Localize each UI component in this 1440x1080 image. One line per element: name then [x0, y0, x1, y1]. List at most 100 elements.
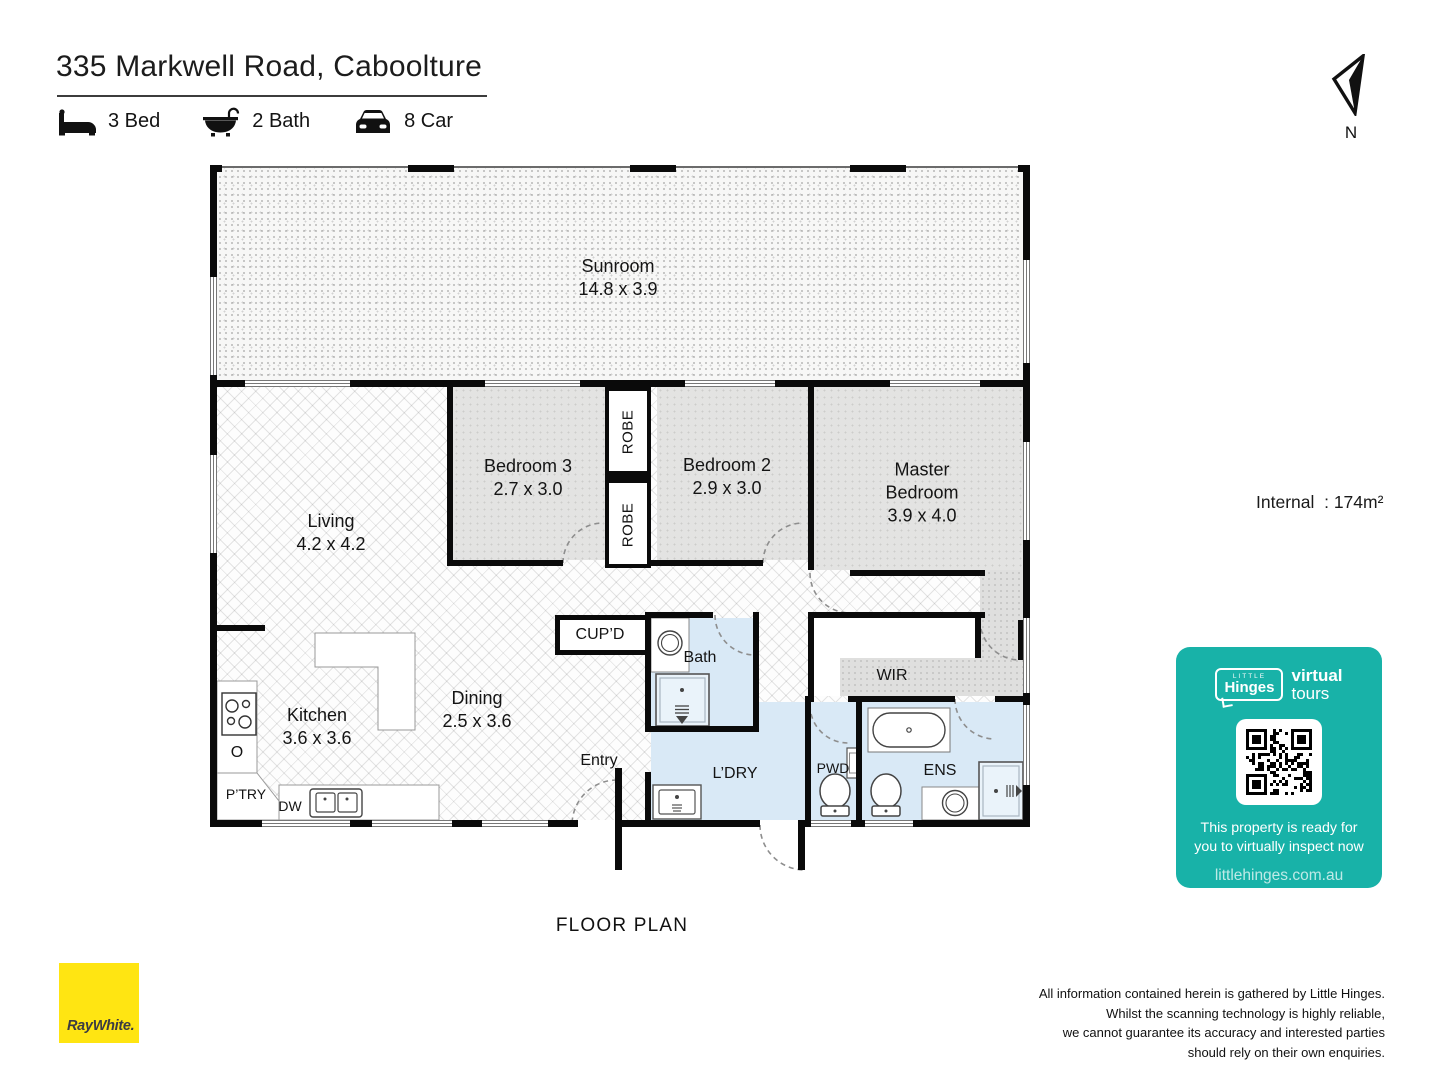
wall — [814, 612, 985, 618]
bath-icon — [203, 107, 240, 137]
feature-cars: 8 Car — [352, 108, 453, 135]
brand-little: LITTLE — [1232, 673, 1267, 681]
wall — [217, 625, 265, 631]
robe-label: ROBE — [619, 502, 637, 548]
window — [482, 820, 548, 827]
wall — [850, 165, 906, 172]
window — [1023, 442, 1030, 540]
window — [262, 820, 350, 827]
speech-bubble-icon: LITTLE Hinges — [1215, 668, 1284, 709]
powder-fixtures — [819, 747, 861, 817]
wall — [805, 696, 810, 702]
window — [372, 820, 452, 827]
ensuite-fixtures — [867, 707, 1024, 821]
wall — [210, 380, 1030, 387]
title-underline — [57, 95, 487, 97]
wall — [753, 612, 759, 732]
wall — [645, 772, 651, 820]
wall — [1023, 693, 1030, 705]
feature-summary: 3 Bed 2 Bath 8 Car — [56, 106, 453, 137]
qr-canvas — [1246, 728, 1312, 795]
cupboard — [555, 615, 645, 655]
wall — [408, 165, 454, 172]
wall — [848, 696, 955, 702]
little-hinges-logo: LITTLE Hinges virtual tours — [1176, 666, 1382, 709]
pantry-label: P’TRY — [225, 786, 267, 803]
page-title: 335 Markwell Road, Caboolture — [56, 50, 483, 83]
powder-label: PWD — [816, 760, 850, 777]
wall — [1023, 785, 1030, 827]
fixtures-layer — [216, 522, 1024, 871]
robe-closet — [609, 483, 647, 564]
wall — [850, 570, 985, 576]
wall — [805, 702, 811, 820]
badge-website: littlehinges.com.au — [1214, 867, 1344, 885]
floor-wir-band — [840, 658, 1023, 696]
wall — [630, 165, 676, 172]
window — [485, 380, 580, 387]
wall — [645, 612, 713, 618]
disclaimer-text: All information contained herein is gath… — [1038, 986, 1385, 1060]
wall — [995, 696, 1023, 702]
bed-icon — [59, 108, 96, 135]
window — [1023, 705, 1030, 785]
raywhite-logo: RayWhite. — [59, 963, 139, 1043]
dishwasher-label: DW — [278, 798, 302, 815]
brand-hinges: Hinges — [1224, 679, 1275, 697]
wall — [447, 387, 453, 566]
wall — [1023, 363, 1030, 387]
feature-cars-label: 8 Car — [404, 110, 453, 132]
shower-icon — [978, 761, 1024, 821]
wall — [615, 768, 622, 870]
bathtub-icon — [867, 707, 951, 753]
wall — [210, 165, 217, 277]
floor-plan-caption: FLOOR PLAN — [555, 915, 689, 936]
wall — [651, 560, 763, 566]
wall — [1023, 165, 1030, 260]
wall — [222, 166, 1018, 168]
qr-code — [1236, 718, 1322, 805]
window — [811, 820, 851, 827]
window — [890, 380, 980, 387]
door-leaf — [1018, 620, 1023, 660]
wall — [805, 820, 1030, 827]
oven-label: O — [230, 743, 244, 761]
robe-closet — [609, 391, 647, 471]
wall — [856, 702, 862, 820]
ensuite-label: ENS — [923, 761, 957, 779]
window — [1023, 260, 1030, 363]
wall — [808, 387, 814, 570]
wall — [798, 820, 805, 870]
north-arrow-icon — [1331, 52, 1366, 118]
window — [210, 277, 217, 375]
floor-bedroom2 — [657, 387, 808, 560]
badge-message: This property is ready for you to virtua… — [1194, 819, 1364, 855]
wall — [210, 387, 217, 455]
virtual-tour-badge: LITTLE Hinges virtual tours This propert… — [1176, 647, 1382, 888]
kitchen-fixtures — [216, 632, 440, 821]
window — [210, 455, 217, 553]
sink-icon — [309, 788, 363, 818]
window — [685, 380, 775, 387]
robe-label: ROBE — [619, 409, 637, 455]
window — [245, 380, 350, 387]
wall — [210, 553, 217, 827]
bath-fixtures — [650, 617, 710, 727]
virtual-tours-wordmark: virtual tours — [1291, 666, 1343, 703]
cupboard-label: CUP’D — [575, 625, 625, 643]
window — [865, 820, 913, 827]
wir-label: WIR — [876, 666, 908, 684]
wall — [645, 612, 651, 732]
window — [1023, 618, 1030, 693]
north-label: N — [1344, 123, 1358, 142]
bubble-tail — [1221, 696, 1234, 709]
wall — [975, 618, 981, 658]
floor-sunroom — [217, 168, 1023, 380]
feature-beds: 3 Bed — [56, 108, 160, 136]
